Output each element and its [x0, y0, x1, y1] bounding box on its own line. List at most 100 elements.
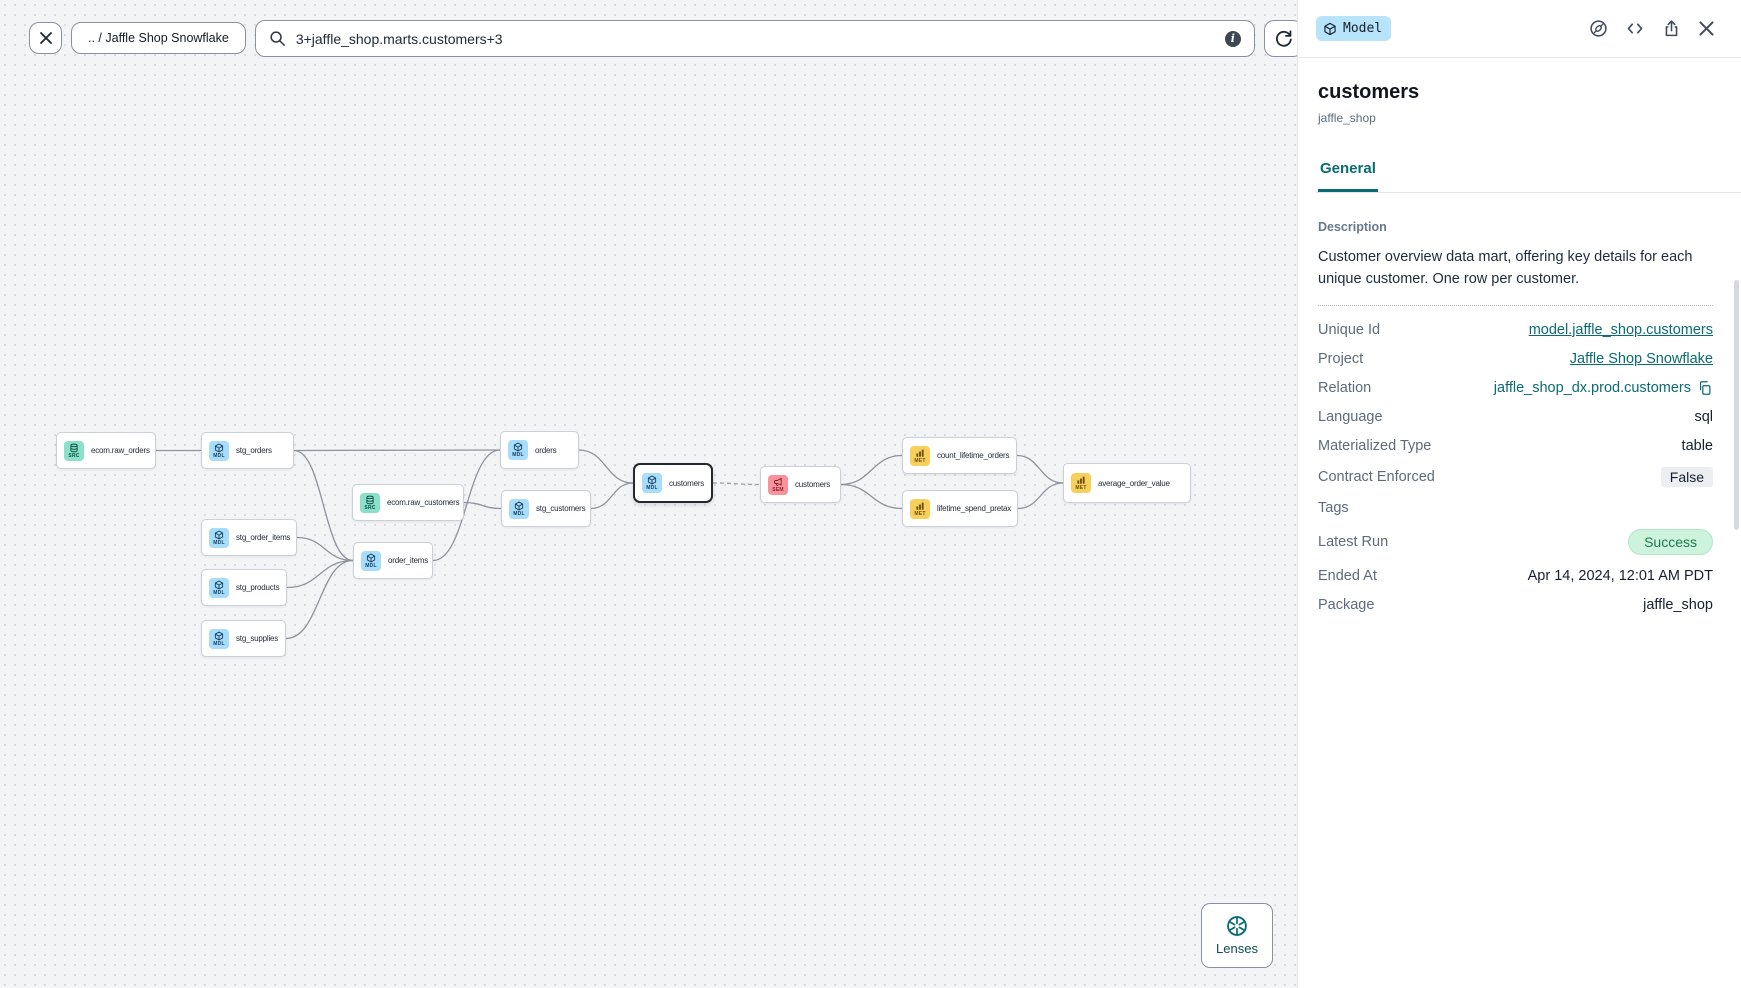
panel-tabs: General — [1316, 160, 1741, 193]
dag-node-lifetime_spend_pretax[interactable]: MET lifetime_spend_pretax — [902, 490, 1018, 527]
contract-enforced-badge: False — [1660, 466, 1713, 487]
model-icon: MDL — [209, 440, 229, 461]
panel-scrollbar[interactable] — [1734, 280, 1739, 530]
metric-icon: MET — [910, 498, 930, 519]
detail-row-contract-enforced: Contract Enforced False — [1318, 460, 1713, 493]
node-label: ecom.raw_customers — [387, 498, 460, 507]
panel-header: Model — [1298, 0, 1741, 58]
tab-general[interactable]: General — [1318, 160, 1378, 192]
lenses-button[interactable]: Lenses — [1201, 903, 1273, 968]
field-label: Ended At — [1318, 567, 1377, 584]
info-icon[interactable]: i — [1224, 30, 1241, 47]
detail-row-tags: Tags — [1318, 493, 1713, 522]
dag-node-average_order_value[interactable]: MET average_order_value — [1063, 463, 1191, 503]
node-label: order_items — [388, 556, 429, 565]
dag-node-stg_customers[interactable]: MDL stg_customers — [501, 490, 591, 527]
node-label: customers — [669, 478, 705, 488]
edge-stg_orders-to-orders — [293, 449, 501, 452]
model-icon: MDL — [209, 628, 229, 649]
source-icon: SRC — [360, 492, 380, 513]
field-value: Success — [1628, 528, 1713, 555]
resource-type-label: Model — [1343, 21, 1383, 36]
package-subtitle: jaffle_shop — [1318, 111, 1376, 125]
close-icon — [39, 32, 52, 44]
edge-customers-to-customers_sem — [712, 482, 761, 486]
details-panel: Model customers jaffle_shop General Desc… — [1297, 0, 1741, 988]
view-code-button[interactable] — [1625, 19, 1645, 38]
detail-row-ended-at: Ended At Apr 14, 2024, 12:01 AM PDT — [1318, 561, 1713, 590]
lenses-icon — [1227, 916, 1247, 936]
node-label: stg_order_items — [236, 533, 291, 542]
explore-button[interactable] — [1589, 19, 1608, 38]
edge-count_lifetime_orders-to-average_order_value — [1016, 454, 1064, 484]
dag-node-stg_products[interactable]: MDL stg_products — [201, 569, 287, 606]
field-label: Contract Enforced — [1318, 468, 1435, 485]
node-label: ecom.raw_orders — [91, 446, 150, 455]
node-label: stg_customers — [536, 504, 586, 513]
model-icon: MDL — [361, 550, 381, 571]
breadcrumb-label: .. / Jaffle Shop Snowflake — [88, 31, 229, 45]
field-label: Materialized Type — [1318, 437, 1432, 454]
share-icon — [1665, 20, 1678, 37]
field-value: table — [1681, 437, 1713, 454]
field-value: Apr 14, 2024, 12:01 AM PDT — [1527, 567, 1713, 584]
node-label: count_lifetime_orders — [937, 451, 1010, 460]
field-value: Jaffle Shop Snowflake — [1570, 351, 1713, 367]
code-icon — [1627, 23, 1643, 34]
edge-lifetime_spend_pretax-to-average_order_value — [1017, 482, 1064, 510]
project-link[interactable]: Jaffle Shop Snowflake — [1569, 350, 1713, 367]
dag-node-count_lifetime_orders[interactable]: MET count_lifetime_orders — [902, 437, 1017, 474]
edge-orders-to-customers — [578, 449, 634, 484]
metric-icon: MET — [1071, 473, 1091, 493]
model-cube-icon — [1324, 22, 1336, 35]
dag-node-raw_customers[interactable]: SRC ecom.raw_customers — [352, 484, 464, 521]
field-value: jaffle_shop_dx.prod.customers — [1494, 380, 1713, 396]
search-input[interactable]: 3+jaffle_shop.marts.customers+3 — [295, 30, 503, 47]
field-label: Package — [1318, 596, 1375, 613]
field-value: sql — [1694, 408, 1713, 425]
detail-row-project: Project Jaffle Shop Snowflake — [1318, 344, 1713, 373]
edge-stg_products-to-order_items — [286, 559, 354, 589]
unique-id-link[interactable]: model.jaffle_shop.customers — [1528, 321, 1713, 338]
share-button[interactable] — [1662, 19, 1681, 38]
model-icon: MDL — [509, 498, 529, 519]
search-icon — [270, 31, 285, 46]
dotted-divider — [1318, 305, 1713, 306]
model-icon: MDL — [508, 440, 528, 460]
status-badge: Success — [1628, 528, 1713, 555]
field-value: model.jaffle_shop.customers — [1529, 322, 1713, 338]
breadcrumb[interactable]: .. / Jaffle Shop Snowflake — [71, 22, 246, 54]
refresh-button[interactable] — [1263, 20, 1303, 57]
resource-type-badge: Model — [1316, 16, 1392, 41]
node-label: lifetime_spend_pretax — [937, 504, 1012, 513]
edge-customers_sem-to-count_lifetime_orders — [840, 454, 903, 486]
close-panel-button[interactable] — [1698, 20, 1715, 37]
edge-stg_customers-to-customers — [590, 482, 634, 510]
search-bar[interactable]: 3+jaffle_shop.marts.customers+3 i — [254, 20, 1255, 57]
field-label: Project — [1318, 350, 1364, 367]
description-text: Customer overview data mart, offering ke… — [1318, 249, 1693, 287]
dag-node-order_items[interactable]: MDL order_items — [353, 542, 433, 579]
close-lineage-button[interactable] — [29, 22, 62, 54]
field-label: Tags — [1318, 499, 1349, 516]
edge-stg_order_items-to-order_items — [296, 536, 354, 562]
edge-customers_sem-to-lifetime_spend_pretax — [840, 483, 903, 510]
model-icon: MDL — [209, 577, 229, 598]
node-label: average_order_value — [1098, 478, 1170, 488]
metric-icon: MET — [910, 445, 930, 466]
copy-icon[interactable] — [1697, 380, 1713, 396]
field-value: False — [1660, 466, 1713, 487]
edge-stg_orders-to-order_items — [293, 449, 354, 562]
compass-icon — [1590, 20, 1607, 37]
node-label: stg_products — [236, 583, 280, 592]
